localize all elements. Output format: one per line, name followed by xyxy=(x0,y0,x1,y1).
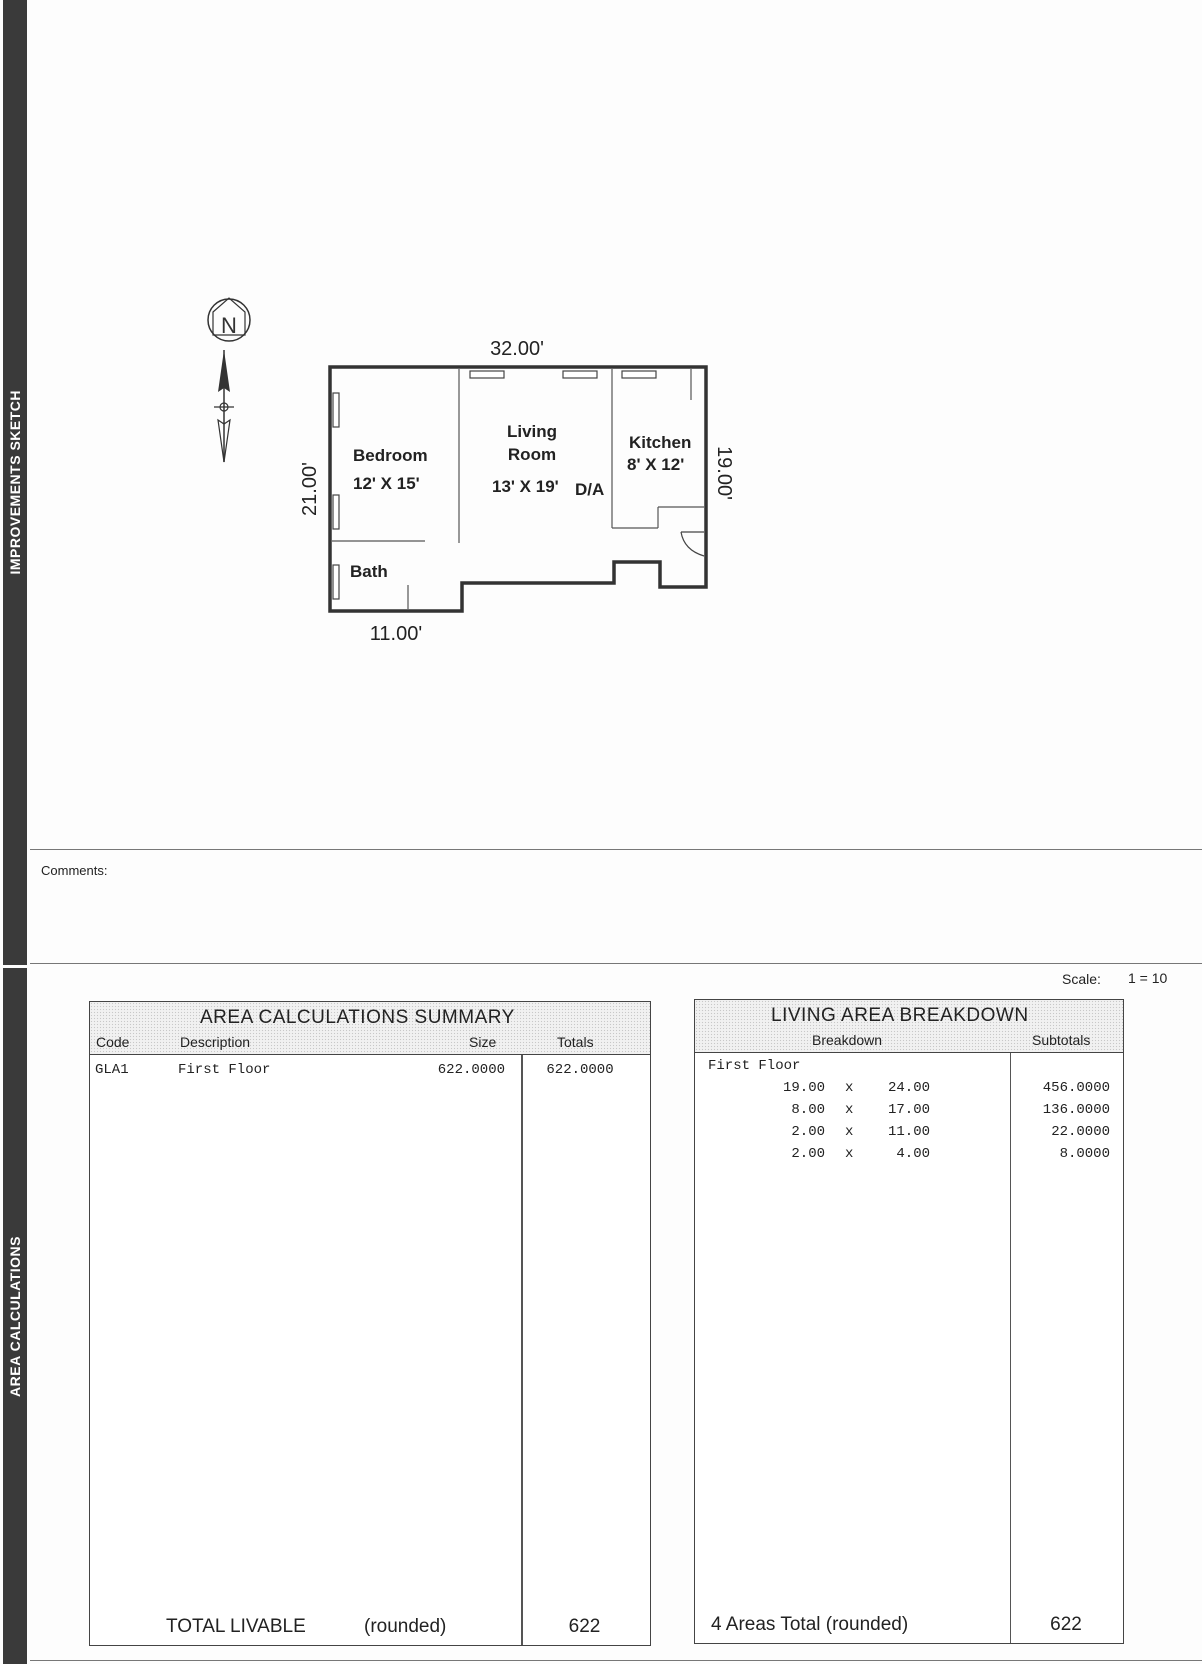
interior-walls xyxy=(332,369,704,609)
column-size: Size xyxy=(469,1034,497,1050)
room-kitchen-size: 8' X 12' xyxy=(627,455,684,474)
floor-plan-outline xyxy=(328,365,708,613)
sketch-divider xyxy=(30,849,1202,850)
improvements-sketch-band: IMPROVEMENTS SKETCH xyxy=(3,0,27,965)
breakdown-total-label: 4 Areas Total (rounded) xyxy=(711,1614,909,1635)
door-icon xyxy=(680,531,705,557)
dimension-right: 19.00' xyxy=(713,446,735,500)
bottom-divider xyxy=(30,1660,1202,1661)
column-totals: Totals xyxy=(557,1034,594,1050)
room-bedroom-name: Bedroom xyxy=(353,446,428,465)
summary-row-code: GLA1 xyxy=(95,1062,129,1078)
compass-letter: N xyxy=(221,313,237,338)
column-subtotals: Subtotals xyxy=(1032,1032,1091,1048)
floor-plan-sketch: N 32.00' 21.00' 19.00' 11.00' Bedroom xyxy=(207,297,735,645)
windows xyxy=(332,370,657,600)
breakdown-group-label: First Floor xyxy=(708,1058,801,1074)
summary-row-total: 622.0000 xyxy=(546,1062,614,1078)
north-compass-icon: N xyxy=(207,297,251,463)
scale-label: Scale: xyxy=(1062,971,1101,987)
room-living-name-2: Room xyxy=(508,445,556,464)
total-livable-note: (rounded) xyxy=(364,1616,447,1637)
dimension-left: 21.00' xyxy=(299,462,321,516)
room-dining-area: D/A xyxy=(575,480,604,499)
room-kitchen-name: Kitchen xyxy=(629,433,691,452)
room-living-size: 13' X 19' xyxy=(492,477,559,496)
comments-divider xyxy=(30,963,1202,964)
column-code: Code xyxy=(96,1034,130,1050)
area-calculations-band-label: AREA CALCULATIONS xyxy=(7,1235,23,1397)
summary-title: AREA CALCULATIONS SUMMARY xyxy=(200,1007,515,1028)
comments-label: Comments: xyxy=(41,863,108,878)
summary-header: AREA CALCULATIONS SUMMARY Code Descripti… xyxy=(90,1002,650,1055)
summary-row-description: First Floor xyxy=(178,1062,271,1078)
room-living-name-1: Living xyxy=(507,422,557,441)
breakdown-col-divider xyxy=(1010,1053,1011,1643)
dimension-top: 32.00' xyxy=(490,338,544,360)
area-calculations-band: AREA CALCULATIONS xyxy=(3,968,27,1664)
room-bath-name: Bath xyxy=(350,562,388,581)
dimension-bottom: 11.00' xyxy=(370,623,422,645)
total-livable-label: TOTAL LIVABLE xyxy=(166,1616,306,1637)
breakdown-total-value: 622 xyxy=(1050,1614,1082,1635)
column-breakdown: Breakdown xyxy=(812,1032,883,1048)
room-bedroom-size: 12' X 15' xyxy=(353,474,420,493)
breakdown-title: LIVING AREA BREAKDOWN xyxy=(771,1005,1029,1026)
living-area-breakdown: LIVING AREA BREAKDOWN Breakdown Subtotal… xyxy=(694,999,1124,1644)
column-description: Description xyxy=(180,1034,251,1050)
summary-row-size: 622.0000 xyxy=(437,1062,505,1078)
scale-value: 1 = 10 xyxy=(1128,970,1168,986)
area-calculations-summary: AREA CALCULATIONS SUMMARY Code Descripti… xyxy=(89,1001,651,1646)
breakdown-header: LIVING AREA BREAKDOWN Breakdown Subtotal… xyxy=(695,1000,1123,1053)
total-livable-value: 622 xyxy=(568,1616,601,1637)
